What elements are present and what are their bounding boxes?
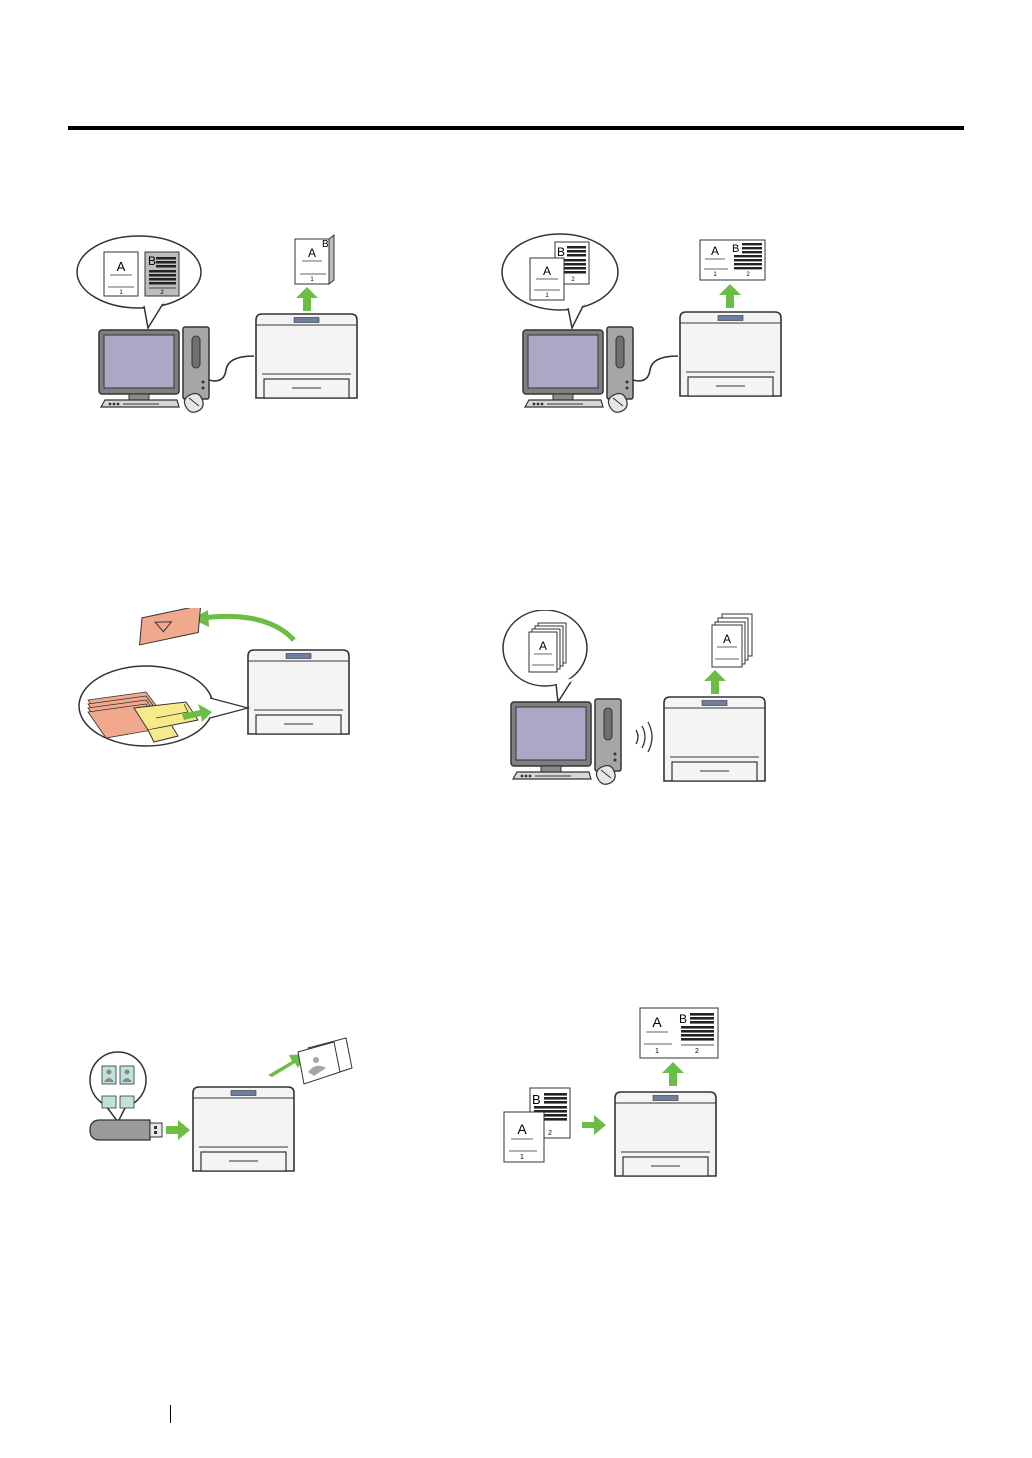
- figure-n-up-print: B 2 A 1 A 1 B 2: [500, 232, 790, 417]
- figure-usb-direct-print: [88, 1030, 368, 1180]
- svg-text:B: B: [322, 239, 329, 250]
- svg-text:1: 1: [520, 1154, 524, 1161]
- svg-text:2: 2: [695, 1048, 699, 1055]
- header-rule: [68, 126, 964, 130]
- svg-text:B: B: [679, 1012, 687, 1026]
- svg-text:A: A: [308, 246, 316, 260]
- page-a-label: A: [117, 259, 126, 274]
- footer-separator: [170, 1405, 171, 1423]
- svg-text:2: 2: [548, 1130, 552, 1137]
- svg-text:1: 1: [655, 1048, 659, 1055]
- svg-text:B: B: [732, 243, 739, 255]
- page-b-label: B: [148, 254, 156, 268]
- svg-text:A: A: [539, 639, 547, 653]
- figure-copy: A 1 B 2 B 2 A 1: [500, 1004, 740, 1184]
- svg-text:B: B: [557, 245, 565, 259]
- svg-text:B: B: [532, 1092, 541, 1107]
- figure-wireless-print: A A: [500, 610, 790, 790]
- figure-duplex-print: A 1 B 2 A B 1: [76, 232, 366, 417]
- svg-text:A: A: [543, 264, 551, 278]
- svg-text:A: A: [652, 1014, 662, 1030]
- svg-text:A: A: [517, 1121, 527, 1137]
- svg-text:A: A: [711, 244, 719, 258]
- figure-manual-feed: [76, 608, 366, 753]
- svg-text:A: A: [723, 632, 731, 646]
